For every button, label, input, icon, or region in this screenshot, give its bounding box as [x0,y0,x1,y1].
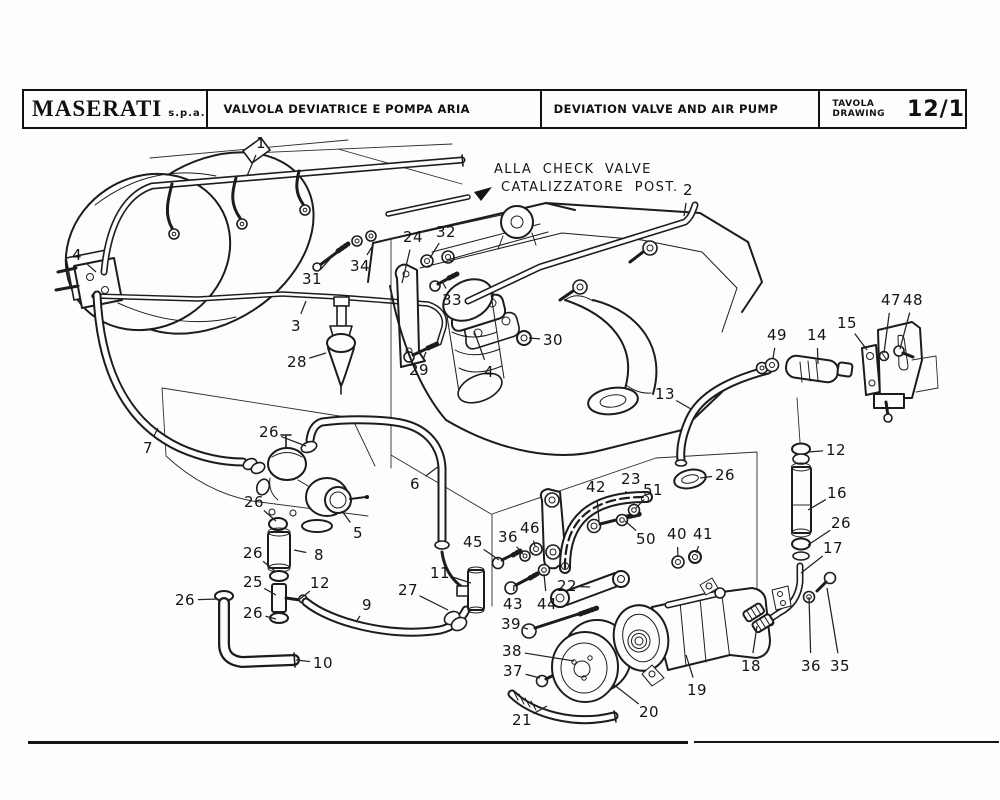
callout-26: 26 [830,514,852,532]
note-line-2: CATALIZZATORE POST. [501,180,679,195]
callout-27: 27 [397,581,419,599]
callout-21: 21 [511,711,533,729]
title-block: MASERATI s.p.a. VALVOLA DEVIATRICE E POM… [22,89,967,129]
callout-15: 15 [836,314,858,332]
callout-38: 38 [501,642,523,660]
callout-10: 10 [312,654,334,672]
callout-1: 1 [255,134,267,152]
callout-26: 26 [258,423,280,441]
drawing-label: DRAWING [832,109,886,119]
callout-48: 48 [902,291,924,309]
callout-39: 39 [500,615,522,633]
callout-26: 26 [243,493,265,511]
callout-47: 47 [880,291,902,309]
callout-43: 43 [502,595,524,613]
callout-29: 29 [408,361,430,379]
callout-26: 26 [242,544,264,562]
callout-7: 7 [142,439,154,457]
drawing-number-cell: TAVOLA DRAWING 12/1 [820,91,965,127]
brand-suffix: s.p.a. [168,107,206,119]
callout-37: 37 [502,662,524,680]
callout-13: 13 [654,385,676,403]
callout-50: 50 [635,530,657,548]
callout-14: 14 [806,326,828,344]
callout-42: 42 [585,478,607,496]
callout-11: 11 [429,564,451,582]
callout-31: 31 [301,270,323,288]
callout-8: 8 [313,546,325,564]
callout-3: 3 [290,317,302,335]
title-italian-cell: VALVOLA DEVIATRICE E POMPA ARIA [208,91,542,127]
bottom-rule-left [28,741,688,744]
callout-40: 40 [666,525,688,543]
callout-49: 49 [766,326,788,344]
callout-35: 35 [829,657,851,675]
brand-logo: MASERATI [32,96,163,121]
callout-44: 44 [536,595,558,613]
callout-5: 5 [352,524,364,542]
callout-18: 18 [740,657,762,675]
callout-32: 32 [435,223,457,241]
callout-9: 9 [361,596,373,614]
callout-36: 36 [800,657,822,675]
tavola-drawing-label: TAVOLA DRAWING [832,99,885,119]
callout-12: 12 [825,441,847,459]
note-line-1: ALLA CHECK VALVE [494,162,652,177]
callout-45: 45 [462,533,484,551]
callout-30: 30 [542,331,564,349]
callout-12: 12 [309,574,331,592]
callout-25: 25 [242,573,264,591]
callout-6: 6 [409,475,421,493]
drawing-number: 12/1 [907,96,965,122]
callout-4: 4 [71,246,83,264]
bottom-rule-right [694,741,999,743]
callout-20: 20 [638,703,660,721]
callout-33: 33 [441,291,463,309]
callout-4: 4 [483,363,495,381]
title-english: DEVIATION VALVE AND AIR PUMP [553,102,779,116]
callout-46: 46 [519,519,541,537]
callout-26: 26 [174,591,196,609]
callout-24: 24 [402,228,424,246]
callout-34: 34 [349,257,371,275]
callout-26: 26 [242,604,264,622]
callout-51: 51 [642,481,664,499]
callout-36: 36 [497,528,519,546]
callout-28: 28 [286,353,308,371]
callout-17: 17 [822,539,844,557]
callout-19: 19 [686,681,708,699]
callout-41: 41 [692,525,714,543]
title-english-cell: DEVIATION VALVE AND AIR PUMP [542,91,821,127]
callout-16: 16 [826,484,848,502]
callout-2: 2 [682,181,694,199]
callout-26: 26 [714,466,736,484]
tavola-label: TAVOLA [832,99,875,109]
title-italian: VALVOLA DEVIATRICE E POMPA ARIA [223,102,470,116]
callout-23: 23 [620,470,642,488]
callout-22: 22 [556,577,578,595]
brand-cell: MASERATI s.p.a. [24,91,208,127]
